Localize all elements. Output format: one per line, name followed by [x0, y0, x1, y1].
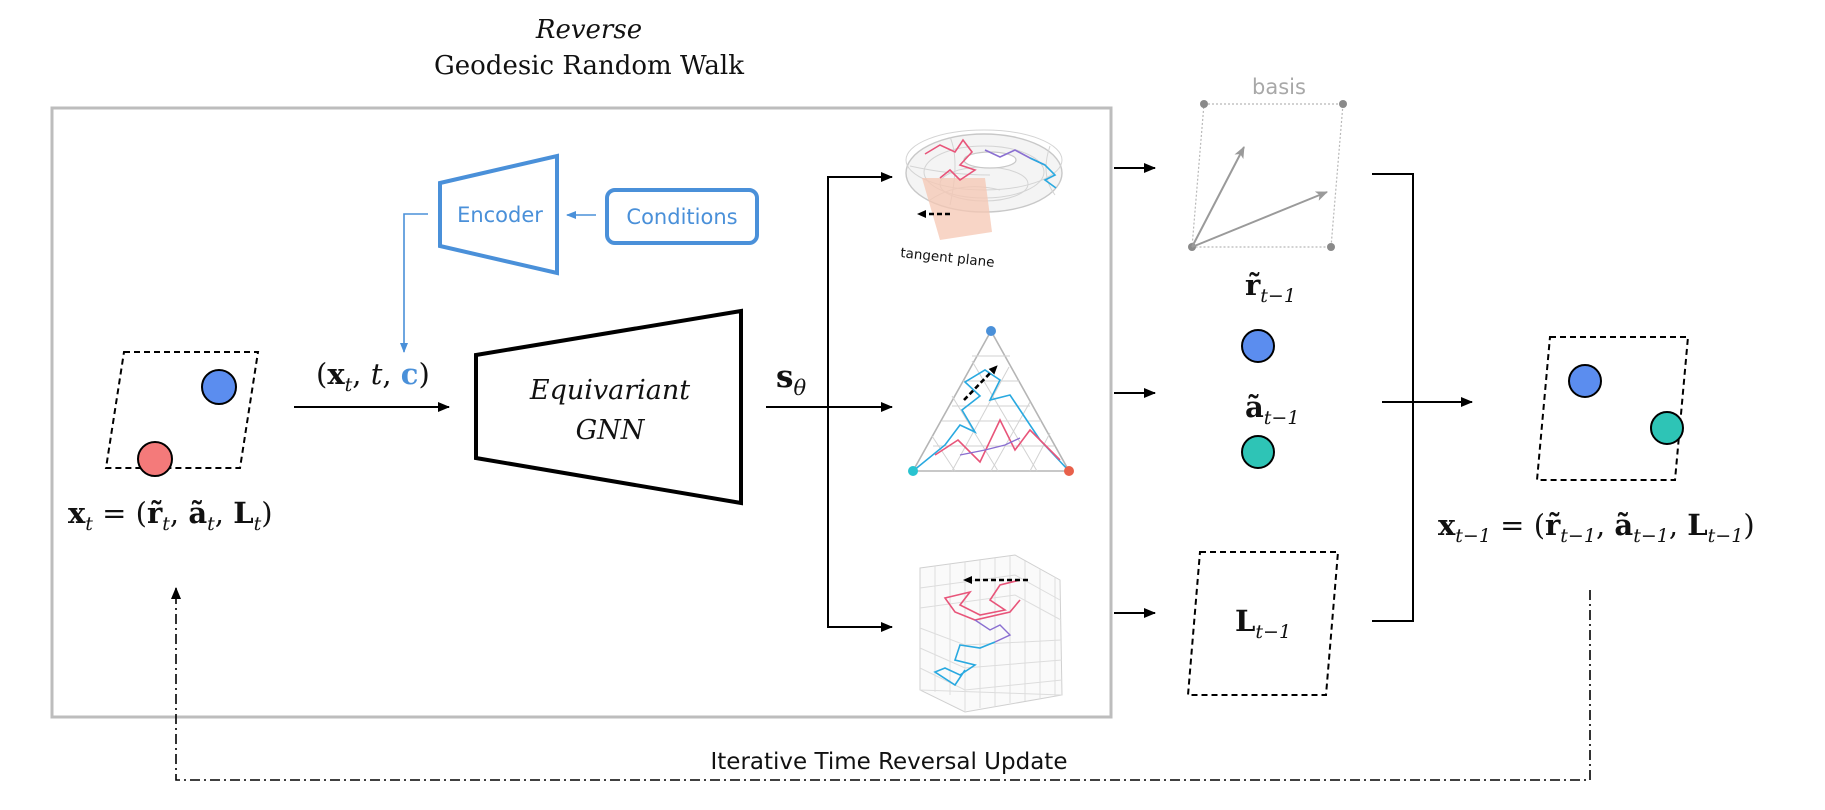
- output-a: ã: [1245, 390, 1264, 424]
- gnn-input-c: c: [401, 357, 419, 391]
- simplex-vertex-right: [1064, 466, 1074, 476]
- simplex-vertex-left: [908, 466, 918, 476]
- gnn-label-line-1: Equivariant: [529, 375, 690, 406]
- torus-panel: tangent plane: [900, 129, 1063, 271]
- gnn-input-x-sub: t: [345, 374, 353, 396]
- output-L: L: [1235, 604, 1255, 638]
- title-line-1: Reverse: [535, 15, 642, 45]
- input-a: ã: [188, 496, 207, 530]
- output-L-label: Lt−1: [1235, 604, 1291, 643]
- output-lattice-atom-teal: [1650, 411, 1684, 445]
- output-a-atom: [1241, 435, 1275, 469]
- gnn-block: [474, 308, 743, 506]
- output-r: r̃: [1245, 268, 1261, 302]
- input-a-sub: t: [207, 513, 215, 535]
- input-x: x: [68, 496, 86, 530]
- torus-walk-pink: [924, 138, 977, 182]
- basis-diagram: basis: [1188, 75, 1347, 251]
- gnn-input-label: (xt, t, c): [316, 357, 430, 396]
- grid-panel: [919, 554, 1063, 713]
- output-state-a: ã: [1614, 508, 1633, 542]
- simplex-walk-cyan: [912, 369, 1070, 472]
- output-r-sub: t−1: [1260, 285, 1296, 307]
- output-state-r-sub: t−1: [1560, 525, 1596, 547]
- arrow-encoder-to-input: [400, 213, 428, 353]
- grid-walk-cyan: [933, 641, 996, 687]
- output-state-r: r̃: [1545, 508, 1561, 542]
- title-line-2: Geodesic Random Walk: [434, 51, 744, 81]
- score-theta: θ: [793, 376, 806, 400]
- input-L: L: [233, 496, 253, 530]
- conditions-box: [605, 188, 759, 245]
- geodesic-walk-frame: [50, 106, 1113, 719]
- output-r-label: r̃t−1: [1245, 268, 1296, 307]
- basis-vector-1: [1191, 146, 1245, 248]
- feedback-loop-label: Iterative Time Reversal Update: [711, 749, 1068, 775]
- conditions-label: Conditions: [626, 205, 737, 229]
- gnn-label-line-2: GNN: [576, 415, 646, 446]
- grid-walk-pink: [943, 579, 1021, 621]
- tangent-plane-shape: [922, 178, 992, 240]
- input-atom-red: [137, 441, 173, 477]
- output-L-sub: t−1: [1255, 621, 1291, 643]
- input-x-sub: t: [85, 513, 93, 535]
- output-x: x: [1438, 508, 1456, 542]
- output-a-sub: t−1: [1264, 407, 1300, 429]
- gnn-input-x: x: [327, 357, 345, 391]
- branch-splitter: [827, 176, 893, 632]
- input-r-sub: t: [162, 513, 170, 535]
- score-label: sθ: [776, 359, 806, 400]
- output-a-label: ãt−1: [1245, 390, 1299, 429]
- tangent-plane-label: tangent plane: [900, 245, 996, 271]
- gnn-input-t: t: [371, 357, 383, 391]
- output-state-a-sub: t−1: [1633, 525, 1669, 547]
- input-atom-blue: [201, 369, 237, 405]
- output-x-sub: t−1: [1455, 525, 1491, 547]
- output-state-L-sub: t−1: [1708, 525, 1744, 547]
- torus-walk-cyan: [1029, 157, 1057, 189]
- output-lattice: [1535, 336, 1690, 481]
- output-lattice-atom-blue: [1568, 364, 1602, 398]
- basis-label: basis: [1252, 75, 1306, 99]
- simplex-vertex-top: [986, 326, 996, 336]
- basis-vector-2: [1191, 191, 1328, 248]
- input-r: r̃: [147, 496, 163, 530]
- simplex-walk-purple: [959, 437, 1021, 456]
- input-lattice: [104, 351, 260, 477]
- feedback-loop-line: [171, 587, 1591, 781]
- input-state-label: xt = (r̃t, ãt, Lt): [68, 496, 273, 535]
- output-r-atom: [1241, 329, 1275, 363]
- score-s: s: [776, 359, 793, 395]
- output-state-label: xt−1 = (r̃t−1, ãt−1, Lt−1): [1438, 508, 1755, 547]
- simplex-panel: [908, 326, 1074, 476]
- input-L-sub: t: [254, 513, 262, 535]
- output-state-L: L: [1687, 508, 1707, 542]
- merge-bracket: [1372, 173, 1414, 622]
- grid-walk-purple: [974, 619, 1012, 643]
- encoder-block: [438, 153, 559, 276]
- output-L-lattice: Lt−1: [1186, 551, 1340, 696]
- simplex-walk-pink: [934, 418, 1061, 464]
- encoder-label: Encoder: [457, 203, 543, 227]
